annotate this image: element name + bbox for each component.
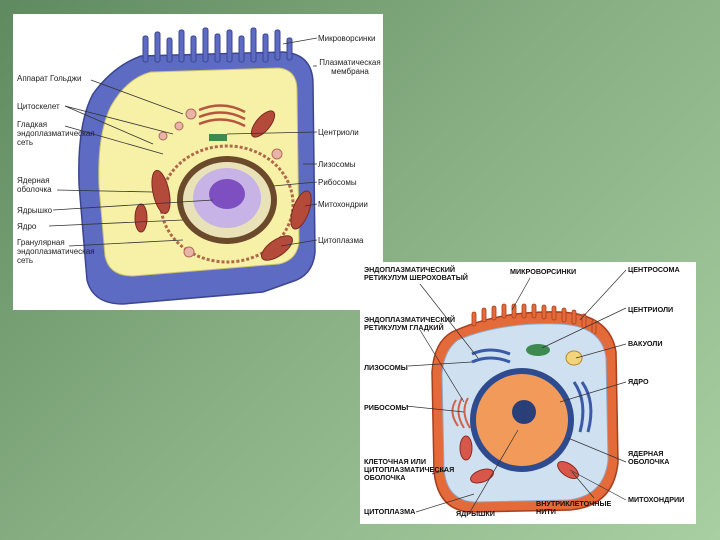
cell-illustration-2 xyxy=(360,262,696,524)
label-intracellular-filaments-2: ВНУТРИКЛЕТОЧНЫЕ НИТИ xyxy=(536,500,622,516)
cell-diagram-1: Микроворсинки Плазматическая мембрана Ап… xyxy=(13,14,383,310)
label-plasma-membrane: Плазматическая мембрана xyxy=(318,58,382,76)
label-nucleoli-2: ЯДРЫШКИ xyxy=(456,510,495,518)
vacuoles xyxy=(566,351,582,365)
label-rough-er: Гранулярная эндоплазматическая сеть xyxy=(17,238,109,265)
label-microvilli: Микроворсинки xyxy=(318,34,375,43)
label-lysosomes-2: ЛИЗОСОМЫ xyxy=(364,364,408,372)
label-mitochondria-2: МИТОХОНДРИИ xyxy=(628,496,684,504)
label-centrioles: Центриоли xyxy=(318,128,359,137)
label-cell-membrane-2: КЛЕТОЧНАЯ ИЛИ ЦИТОПЛАЗМАТИЧЕСКАЯ ОБОЛОЧК… xyxy=(364,458,430,482)
label-nucleus: Ядро xyxy=(17,222,36,231)
nucleoli xyxy=(512,400,536,424)
cell-diagram-2: ЭНДОПЛАЗМАТИЧЕСКИЙ РЕТИКУЛУМ ШЕРОХОВАТЫЙ… xyxy=(360,262,696,524)
label-nuclear-envelope: Ядерная оболочка xyxy=(17,176,65,194)
centrioles xyxy=(209,134,227,141)
label-cytoskeleton: Цитоскелет xyxy=(17,102,60,111)
label-rough-er-2: ЭНДОПЛАЗМАТИЧЕСКИЙ РЕТИКУЛУМ ШЕРОХОВАТЫЙ xyxy=(364,266,472,282)
label-golgi: Аппарат Гольджи xyxy=(17,74,81,83)
label-nucleus-2: ЯДРО xyxy=(628,378,649,386)
nucleolus xyxy=(209,179,245,209)
label-centrioles-2: ЦЕНТРИОЛИ xyxy=(628,306,673,314)
label-centrosome-2: ЦЕНТРОСОМА xyxy=(628,266,680,274)
label-mitochondria: Митохондрии xyxy=(318,200,368,209)
label-smooth-er: Гладкая эндоплазматическая сеть xyxy=(17,120,97,147)
label-cytoplasm: Цитоплазма xyxy=(318,236,363,245)
label-lysosomes: Лизосомы xyxy=(318,160,356,169)
label-microvilli-2: МИКРОВОРСИНКИ xyxy=(510,268,576,276)
label-ribosomes-2: РИБОСОМЫ xyxy=(364,404,408,412)
label-nucleolus: Ядрышко xyxy=(17,206,52,215)
label-nuclear-envelope-2: ЯДЕРНАЯ ОБОЛОЧКА xyxy=(628,450,694,466)
label-smooth-er-2: ЭНДОПЛАЗМАТИЧЕСКИЙ РЕТИКУЛУМ ГЛАДКИЙ xyxy=(364,316,472,332)
label-cytoplasm-2: ЦИТОПЛАЗМА xyxy=(364,508,415,516)
label-ribosomes: Рибосомы xyxy=(318,178,357,187)
label-vacuoles-2: ВАКУОЛИ xyxy=(628,340,663,348)
